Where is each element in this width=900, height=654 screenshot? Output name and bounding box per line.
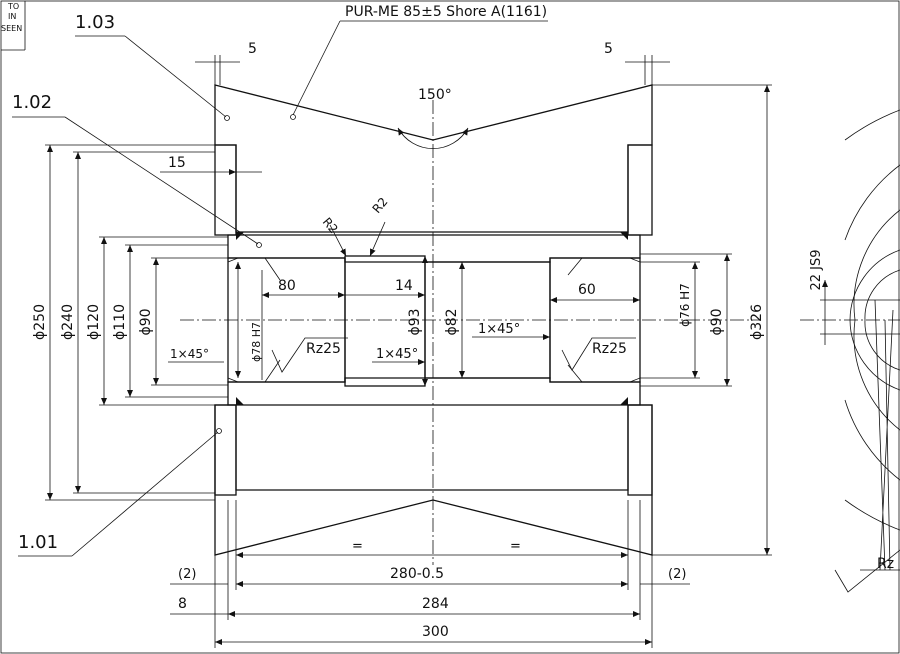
dim-phi326-label: ϕ326 [749,304,765,340]
material-note-dot [290,114,296,120]
taper-right [567,257,583,383]
rubber-tread-bottom [214,404,653,556]
part-dot-1-01 [216,428,222,434]
side-view-leaders [874,299,894,571]
side-view-arc-3 [844,164,900,241]
radius-leader-1 [329,224,347,257]
chamfer-center-label: 1×45° [478,322,520,337]
part-label-1-03: 1.03 [75,12,115,33]
dim-300-label: 300 [422,624,449,640]
hub-flange-left-top [214,144,237,236]
part-leader-1-01-diag [71,431,219,557]
dim-8-label: 8 [178,596,187,612]
angle-label: 150° [418,87,452,103]
side-view-arc-2 [844,499,900,531]
hub-flange-right-bottom [627,404,653,496]
dim-phi240-label: ϕ240 [60,304,76,340]
part-label-1-01: 1.01 [18,532,58,553]
dim-phi78-label: ϕ78 H7 [250,322,263,362]
dim-15-label: 15 [168,155,186,171]
part-label-1-02: 1.02 [12,92,52,113]
dim-14-label: 14 [395,278,413,294]
dim-phi250-label: ϕ250 [32,304,48,340]
keyway-label: 22 JS9 [809,249,824,290]
chamfer-left-label: 1×45° [170,347,209,361]
seal-mark-3 [236,397,244,405]
dim-equal-left: = [352,539,363,554]
material-note: PUR-ME 85±5 Shore A(1161) [345,4,547,20]
dim-60-label: 60 [578,282,596,298]
side-view-arc-1 [844,109,900,141]
dim-80-label: 80 [278,278,296,294]
dim-phi93-label: ϕ93 [407,308,423,335]
dim-phi82-label: ϕ82 [444,308,460,335]
radius-leader-2 [369,221,386,257]
seal-mark-2 [620,232,628,240]
angle-arc [397,127,469,149]
hub-flange-left-bottom [214,404,237,496]
material-note-leader [292,20,341,116]
dim-top-left-label: 5 [248,41,257,57]
rz-left-label: Rz25 [306,341,341,357]
part-leader-1-02-diag [64,116,259,245]
side-view-arc-7 [864,269,900,371]
rz-right-label: Rz25 [592,341,627,357]
side-view-arc-4 [844,399,900,481]
rz-side-label: Rz [877,556,894,572]
stamp-text-2: IN [8,12,16,21]
dim-equal-right: = [510,539,521,554]
dim-phi90-right-label: ϕ90 [709,308,725,335]
hub-flange-right-top [627,144,653,236]
chamfer-line-left [227,257,239,383]
part-leader-1-03-diag [124,35,227,118]
part-dot-1-03 [224,115,230,121]
dim-top-right-label: 5 [604,41,613,57]
dim-280-label: 280-0.5 [390,566,444,582]
stamp-text-3: SEEN [1,24,22,33]
chamfer-line-right [629,257,641,383]
dim-phi90-left-label: ϕ90 [138,308,154,335]
rz-left-symbol [271,337,348,373]
dim-2-left-label: (2) [178,567,196,582]
dim-phi110-label: ϕ110 [112,304,128,340]
dim-2-right-label: (2) [668,567,686,582]
dim-phi76-label: ϕ76 H7 [678,283,692,327]
taper-left [264,257,281,383]
rubber-tread-top [214,84,653,233]
part-dot-1-02 [256,242,262,248]
chamfer-mid-label: 1×45° [376,347,418,362]
rz-right-symbol [561,337,636,371]
rz-symbol-side [834,549,900,593]
seal-mark-1 [236,232,244,240]
stamp-text-1: TO [7,2,19,11]
dim-284-label: 284 [422,596,449,612]
dim-phi120-label: ϕ120 [86,304,102,340]
radius-label-2: R2 [370,195,391,216]
seal-mark-4 [620,397,628,405]
